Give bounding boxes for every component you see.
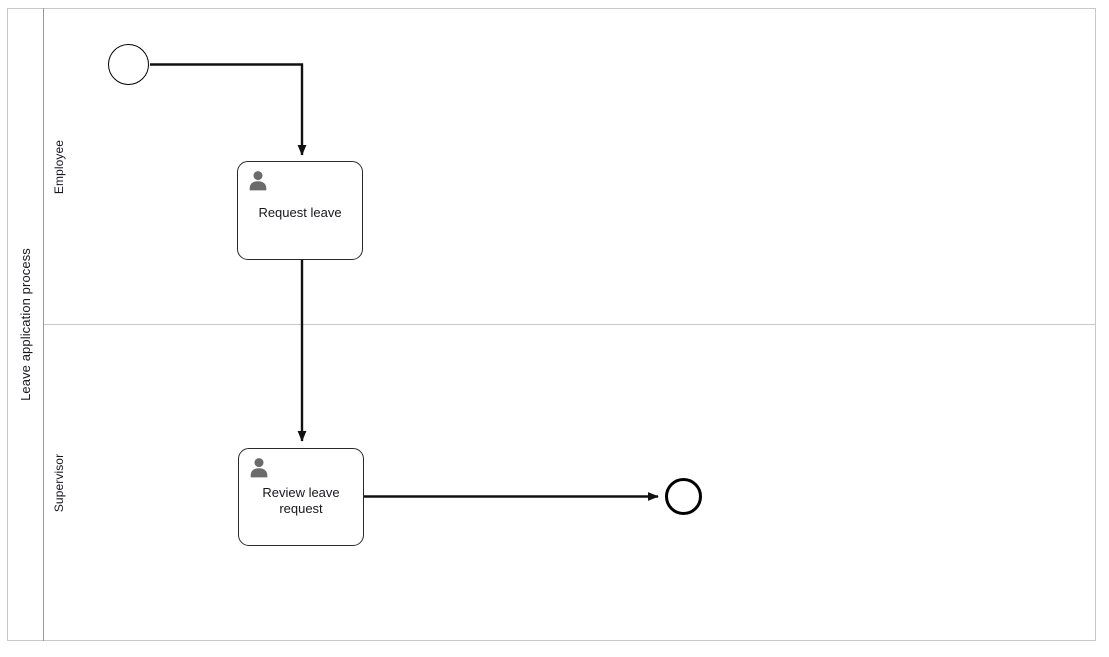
lane-label-column-supervisor[interactable]: Supervisor [44,325,74,641]
user-icon [250,458,268,478]
lane-label-supervisor-text: Supervisor [52,453,67,513]
end-event[interactable] [665,478,702,515]
pool-label-column[interactable]: Leave application process [7,8,44,641]
pool-label: Leave application process [17,248,33,401]
lane-employee[interactable] [44,8,1096,325]
task-request-leave-label: Request leave [258,205,342,220]
start-event[interactable] [108,44,149,85]
task-review-leave-request-label: Review leave request [262,485,340,516]
lane-supervisor[interactable] [44,325,1096,641]
lane-label-employee-text: Employee [52,139,67,194]
task-review-leave-request[interactable]: Review leave request [238,448,364,546]
lane-label-column-employee[interactable]: Employee [44,8,74,325]
user-icon [249,171,267,191]
task-request-leave[interactable]: Request leave [237,161,363,260]
